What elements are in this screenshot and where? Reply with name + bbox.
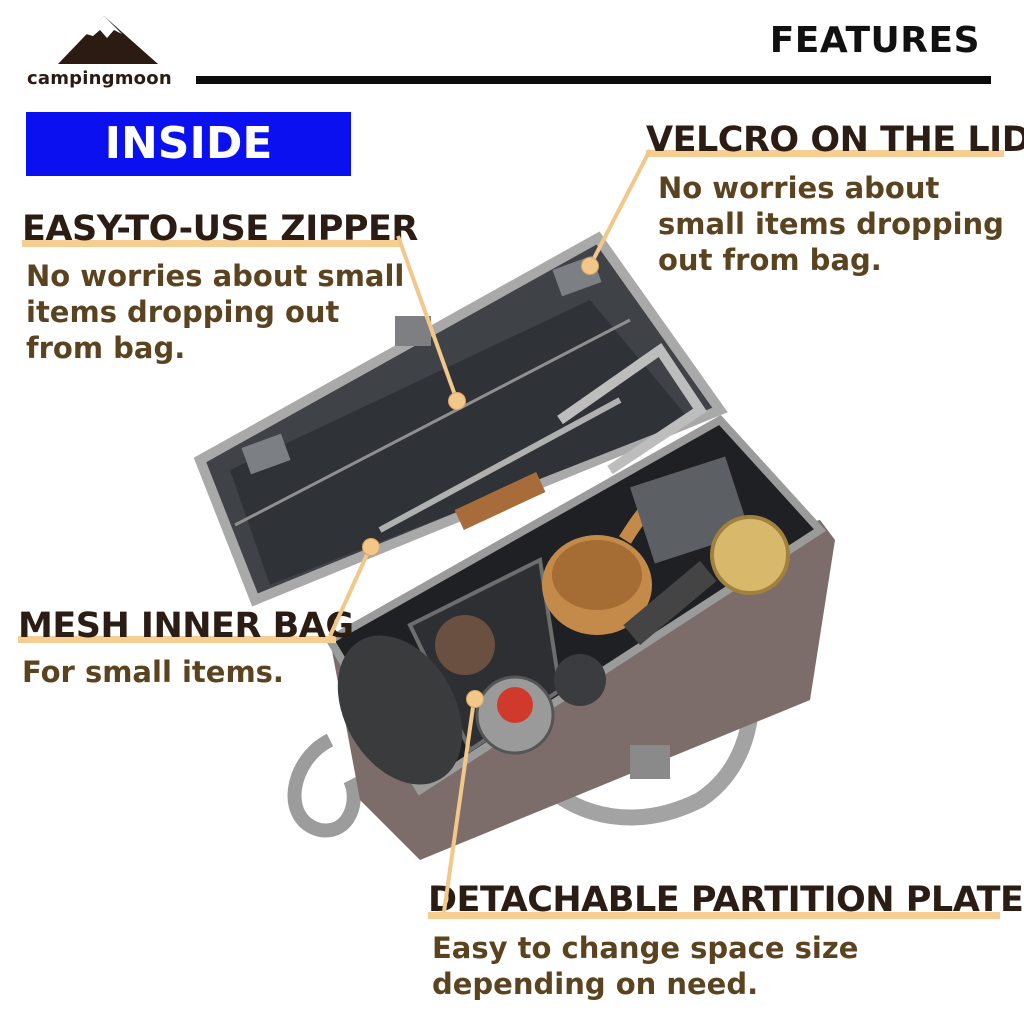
zipper-description: No worries about small items dropping ou… [26, 259, 405, 365]
brand-name: campingmoon [27, 68, 172, 89]
lid-buckle [395, 316, 431, 346]
inside-badge: INSIDE [26, 112, 351, 176]
zipper-title-highlight [22, 240, 402, 247]
utensil [378, 397, 622, 533]
mesh-title-highlight [18, 636, 336, 643]
zipper-line [234, 318, 631, 527]
stove-head [435, 615, 495, 675]
zipper-title: EASY-TO-USE ZIPPER [22, 209, 418, 249]
partition-description: Easy to change space size depending on n… [432, 931, 859, 1001]
mesh-marker [362, 538, 380, 556]
tin-can [710, 515, 790, 595]
left-handle [287, 733, 361, 838]
mesh-title: MESH INNER BAG [18, 606, 354, 646]
partition-title-highlight [428, 912, 1000, 919]
header-divider [196, 76, 991, 84]
velcro-marker [581, 257, 599, 275]
zipper-marker [448, 392, 466, 410]
velcro-title-highlight [646, 150, 1004, 157]
partition-title: DETACHABLE PARTITION PLATE [428, 880, 1024, 920]
front-buckle [630, 745, 670, 779]
partition-marker [466, 690, 484, 708]
mountain-logo-icon [58, 16, 158, 64]
velcro-description: No worries about small items dropping ou… [658, 171, 1004, 277]
grill-rack [557, 342, 707, 475]
mesh-description: For small items. [22, 655, 284, 689]
flashlight [623, 560, 717, 646]
page-title: FEATURES [769, 20, 980, 61]
pot [337, 635, 463, 785]
velcro-patch-left [241, 433, 291, 475]
small-stove [554, 654, 606, 706]
knife-handle [454, 472, 546, 530]
velcro-title: VELCRO ON THE LID [646, 120, 1024, 160]
mesh-pocket [230, 300, 690, 585]
